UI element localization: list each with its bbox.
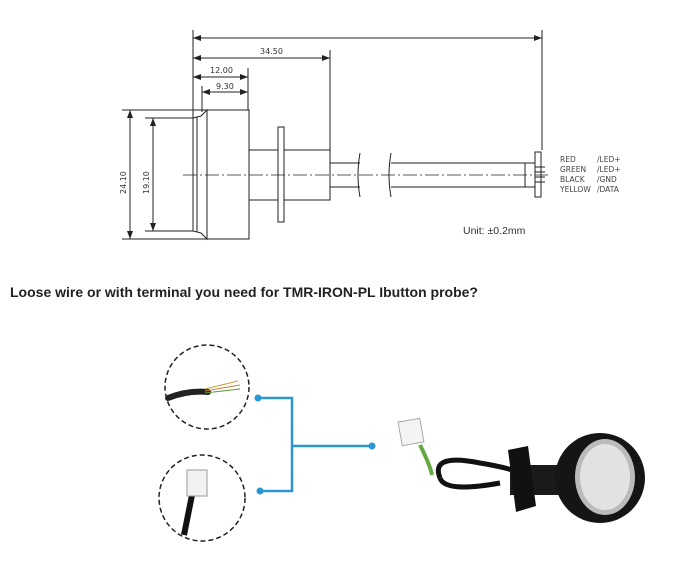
svg-text:BLACK: BLACK xyxy=(560,175,586,184)
dim-34-50: 34.50 xyxy=(260,47,283,56)
svg-text:/GND: /GND xyxy=(597,175,617,184)
option-connector-lines xyxy=(258,396,372,493)
svg-text:/DATA: /DATA xyxy=(597,185,620,194)
probe-photo xyxy=(397,417,645,523)
dim-19-10: 19.10 xyxy=(142,171,151,194)
svg-text:/LED+: /LED+ xyxy=(597,155,621,164)
loose-wire-option xyxy=(164,344,250,430)
dim-12-00: 12.00 xyxy=(210,66,233,75)
wire-legend: RED/LED+ GREEN/LED+ BLACK/GND YELLOW/DAT… xyxy=(559,155,621,194)
svg-text:YELLOW: YELLOW xyxy=(559,185,591,194)
svg-text:GREEN: GREEN xyxy=(560,165,586,174)
section-heading: Loose wire or with terminal you need for… xyxy=(10,284,478,300)
dim-24-10: 24.10 xyxy=(119,171,128,194)
dim-9-30: 9.30 xyxy=(216,82,234,91)
svg-text:/LED+: /LED+ xyxy=(597,165,621,174)
svg-text:RED: RED xyxy=(560,155,576,164)
terminal-option xyxy=(158,454,246,542)
unit-label: Unit: ±0.2mm xyxy=(463,225,526,237)
